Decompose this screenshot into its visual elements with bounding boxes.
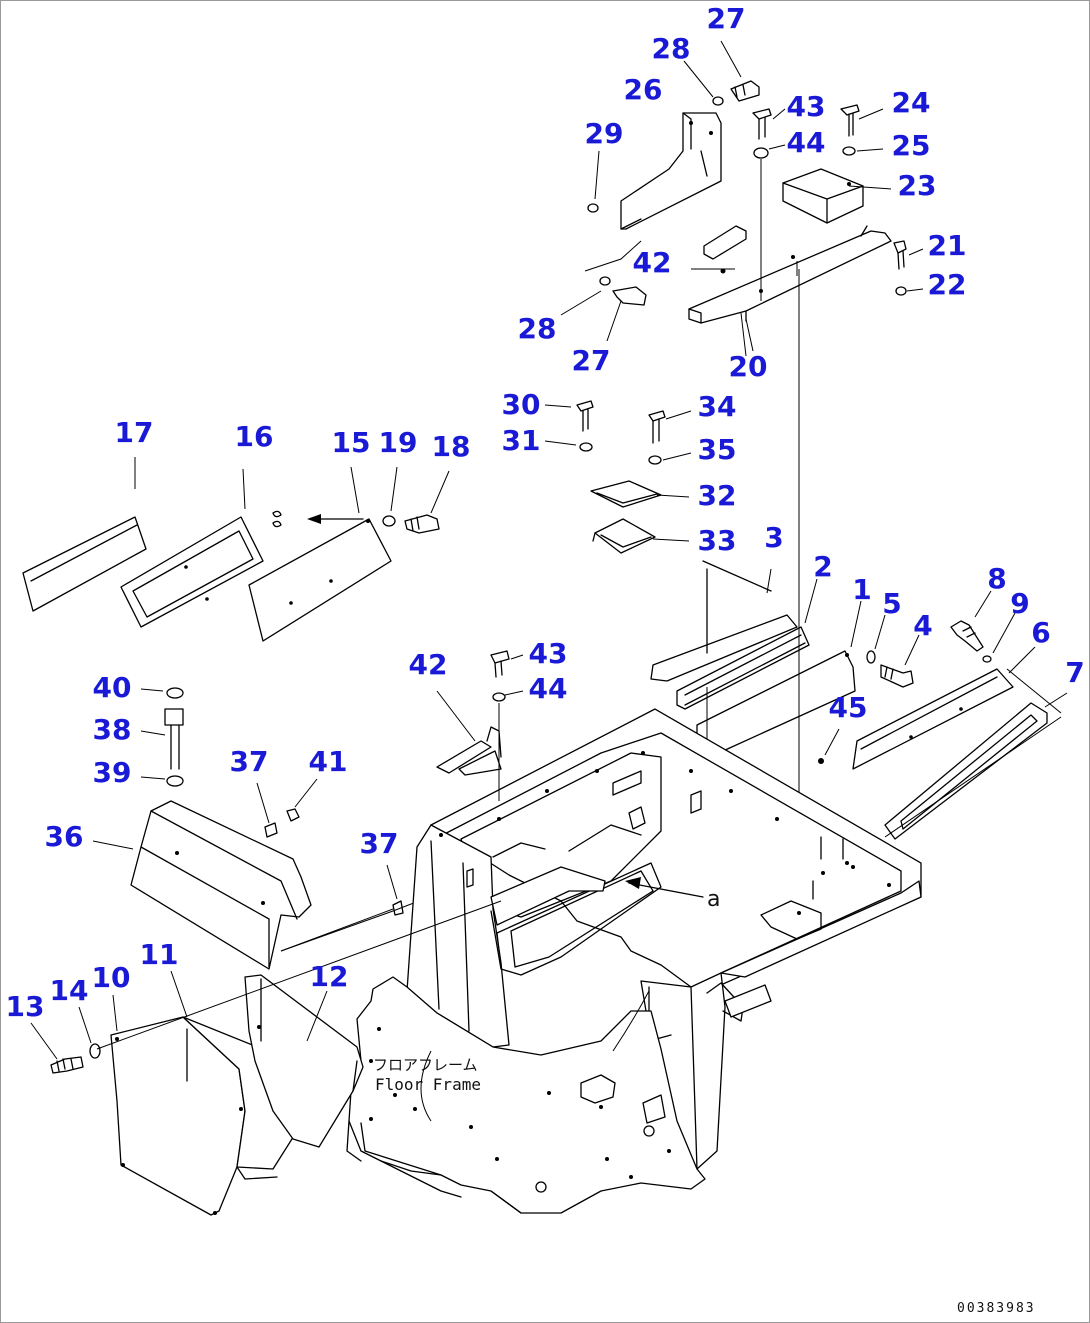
- callout-8: 8: [987, 562, 1007, 595]
- callout-1: 1: [852, 573, 872, 606]
- callout-34: 34: [697, 390, 737, 423]
- callout-45: 45: [828, 691, 868, 724]
- callout-28: 28: [651, 32, 691, 65]
- gasket-7: [884, 668, 1068, 840]
- bracket-26: [620, 112, 722, 230]
- nut-40: [140, 687, 184, 699]
- dot-45: [818, 728, 840, 764]
- drawing-code: 00383983: [957, 1301, 1036, 1316]
- callout-44: 44: [528, 672, 568, 705]
- callout-15: 15: [331, 426, 371, 459]
- bolt-30: [544, 400, 594, 452]
- detail-a-arrow: [625, 877, 704, 898]
- callout-18: 18: [431, 430, 471, 463]
- cover-6: [852, 646, 1036, 770]
- callout-9: 9: [1010, 587, 1030, 620]
- callout-28: 28: [517, 312, 557, 345]
- bolt-18: [404, 470, 450, 534]
- plate-20: [584, 225, 892, 357]
- callout-4: 4: [913, 609, 933, 642]
- callout-27: 27: [706, 2, 746, 35]
- callout-22: 22: [927, 268, 967, 301]
- callout-35: 35: [697, 433, 737, 466]
- callout-42: 42: [632, 246, 672, 279]
- callout-40: 40: [92, 671, 132, 704]
- cover-23: [782, 168, 892, 224]
- gasket-16: [120, 468, 264, 628]
- cover-3: [650, 560, 798, 682]
- callout-17: 17: [114, 416, 154, 449]
- cover-17: [22, 457, 147, 612]
- floor-frame-label-en: Floor Frame: [375, 1075, 481, 1094]
- bolt-34: [648, 410, 692, 465]
- callout-38: 38: [92, 713, 132, 746]
- callout-29: 29: [584, 117, 624, 150]
- washer-29: [587, 150, 600, 213]
- callout-12: 12: [309, 960, 349, 993]
- detail-reference-a: a: [707, 887, 721, 912]
- callout-7: 7: [1065, 656, 1085, 689]
- callout-32: 32: [697, 479, 737, 512]
- callout-2: 2: [813, 550, 833, 583]
- callout-33: 33: [697, 524, 737, 557]
- callout-31: 31: [501, 424, 541, 457]
- bolt-27-top: [683, 40, 760, 106]
- callout-42: 42: [408, 648, 448, 681]
- callout-11: 11: [139, 938, 179, 971]
- callout-5: 5: [882, 587, 902, 620]
- callout-25: 25: [891, 129, 931, 162]
- washer-19: [382, 466, 398, 527]
- cover-15: [248, 466, 392, 642]
- callout-43: 43: [786, 90, 826, 123]
- callout-6: 6: [1031, 616, 1051, 649]
- cover-10: [110, 994, 246, 1216]
- bolt-8: [950, 590, 1016, 663]
- cover-32: [590, 480, 690, 508]
- callout-44: 44: [786, 126, 826, 159]
- bracket-42-lower: [436, 650, 524, 801]
- callout-36: 36: [44, 820, 84, 853]
- callout-16: 16: [234, 420, 274, 453]
- guide-line-lower: [96, 900, 502, 1050]
- callout-10: 10: [91, 961, 131, 994]
- callout-19: 19: [378, 426, 418, 459]
- callout-20: 20: [728, 350, 768, 383]
- bolt-43-top: [752, 108, 786, 301]
- leader-20: [745, 318, 754, 352]
- plate-36: [92, 800, 312, 970]
- floor-frame-label-jp: フロアフレーム: [373, 1056, 478, 1074]
- callout-14: 14: [49, 974, 89, 1007]
- nut-41: [286, 778, 318, 822]
- bolt-24: [840, 104, 884, 156]
- callout-21: 21: [927, 229, 967, 262]
- callout-23: 23: [897, 169, 937, 202]
- callout-37: 37: [229, 745, 269, 778]
- washer-39: [140, 775, 184, 787]
- callout-27: 27: [571, 344, 611, 377]
- callout-30: 30: [501, 388, 541, 421]
- bolt-21: [893, 240, 924, 296]
- callout-26: 26: [623, 73, 663, 106]
- washer-14: [78, 1006, 101, 1059]
- washer-5: [866, 614, 886, 664]
- callout-3: 3: [764, 521, 784, 554]
- bolt-27-bottom: [560, 276, 647, 342]
- callout-13: 13: [5, 990, 45, 1023]
- floor-frame: [346, 976, 706, 1214]
- cover-2: [676, 578, 818, 710]
- cover-33: [592, 518, 690, 554]
- callout-37: 37: [359, 827, 399, 860]
- bolt-38: [140, 708, 184, 770]
- callout-39: 39: [92, 756, 132, 789]
- clip-37-top: [256, 782, 278, 838]
- callout-41: 41: [308, 745, 348, 778]
- bolt-4: [880, 634, 920, 688]
- callout-24: 24: [891, 86, 931, 119]
- callout-43: 43: [528, 637, 568, 670]
- bolt-13: [30, 1022, 84, 1074]
